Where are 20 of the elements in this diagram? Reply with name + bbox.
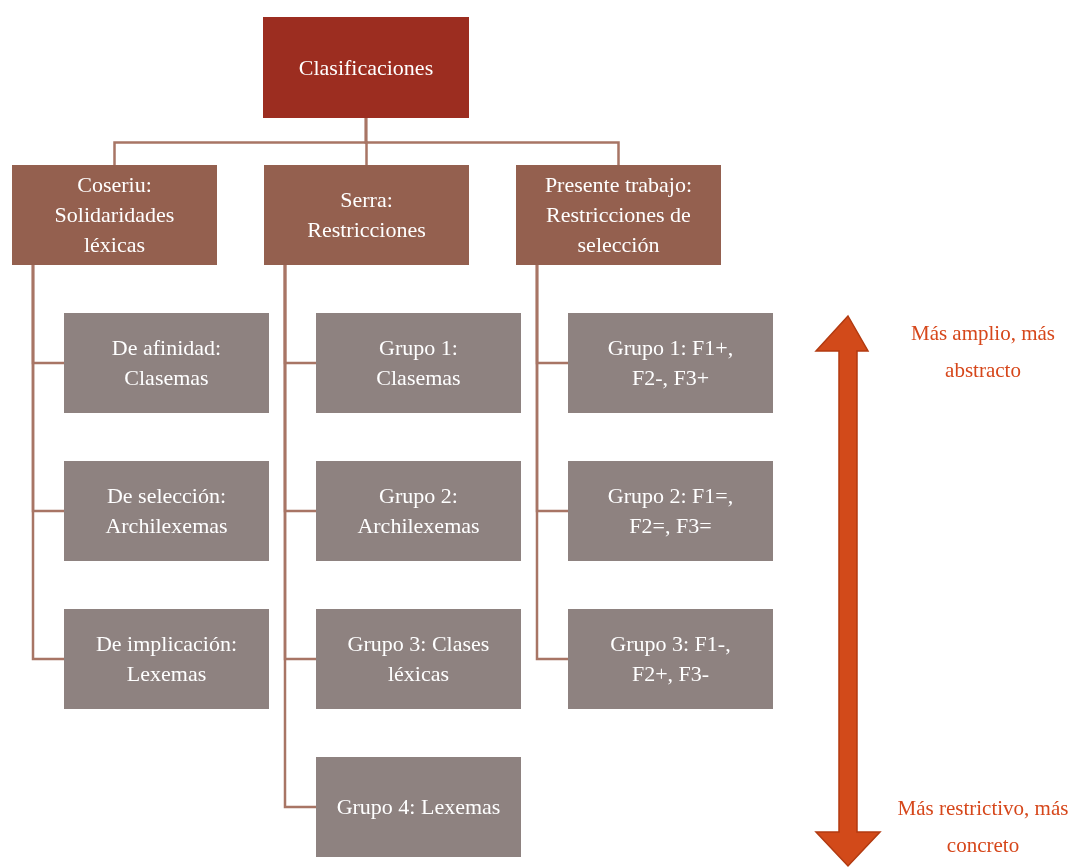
subcategory-box: Grupo 4: Lexemas (316, 757, 521, 857)
category-box: Presente trabajo: Restricciones de selección (516, 165, 721, 265)
connector-line (31, 265, 64, 661)
subcategory-box: Grupo 3: F1-, F2+, F3- (568, 609, 773, 709)
title-box: Clasificaciones (263, 17, 469, 118)
subcategory-box: Grupo 2: F1=, F2=, F3= (568, 461, 773, 561)
connector-line (283, 265, 316, 809)
category-box: Serra: Restricciones (264, 165, 469, 265)
connector-line (364, 118, 620, 165)
subcategory-box: Grupo 1: Clasemas (316, 313, 521, 413)
subcategory-box: De selección: Archilexemas (64, 461, 269, 561)
subcategory-box: De afinidad: Clasemas (64, 313, 269, 413)
category-box: Coseriu: Solidaridades léxicas (12, 165, 217, 265)
subcategory-box: Grupo 2: Archilexemas (316, 461, 521, 561)
scale-label: Más restrictivo, más concreto (896, 795, 1070, 859)
subcategory-box: De implicación: Lexemas (64, 609, 269, 709)
subcategory-box: Grupo 1: F1+, F2-, F3+ (568, 313, 773, 413)
subcategory-box: Grupo 3: Clases léxicas (316, 609, 521, 709)
connector-line (535, 265, 568, 661)
scale-label: Más amplio, más abstracto (909, 320, 1057, 384)
